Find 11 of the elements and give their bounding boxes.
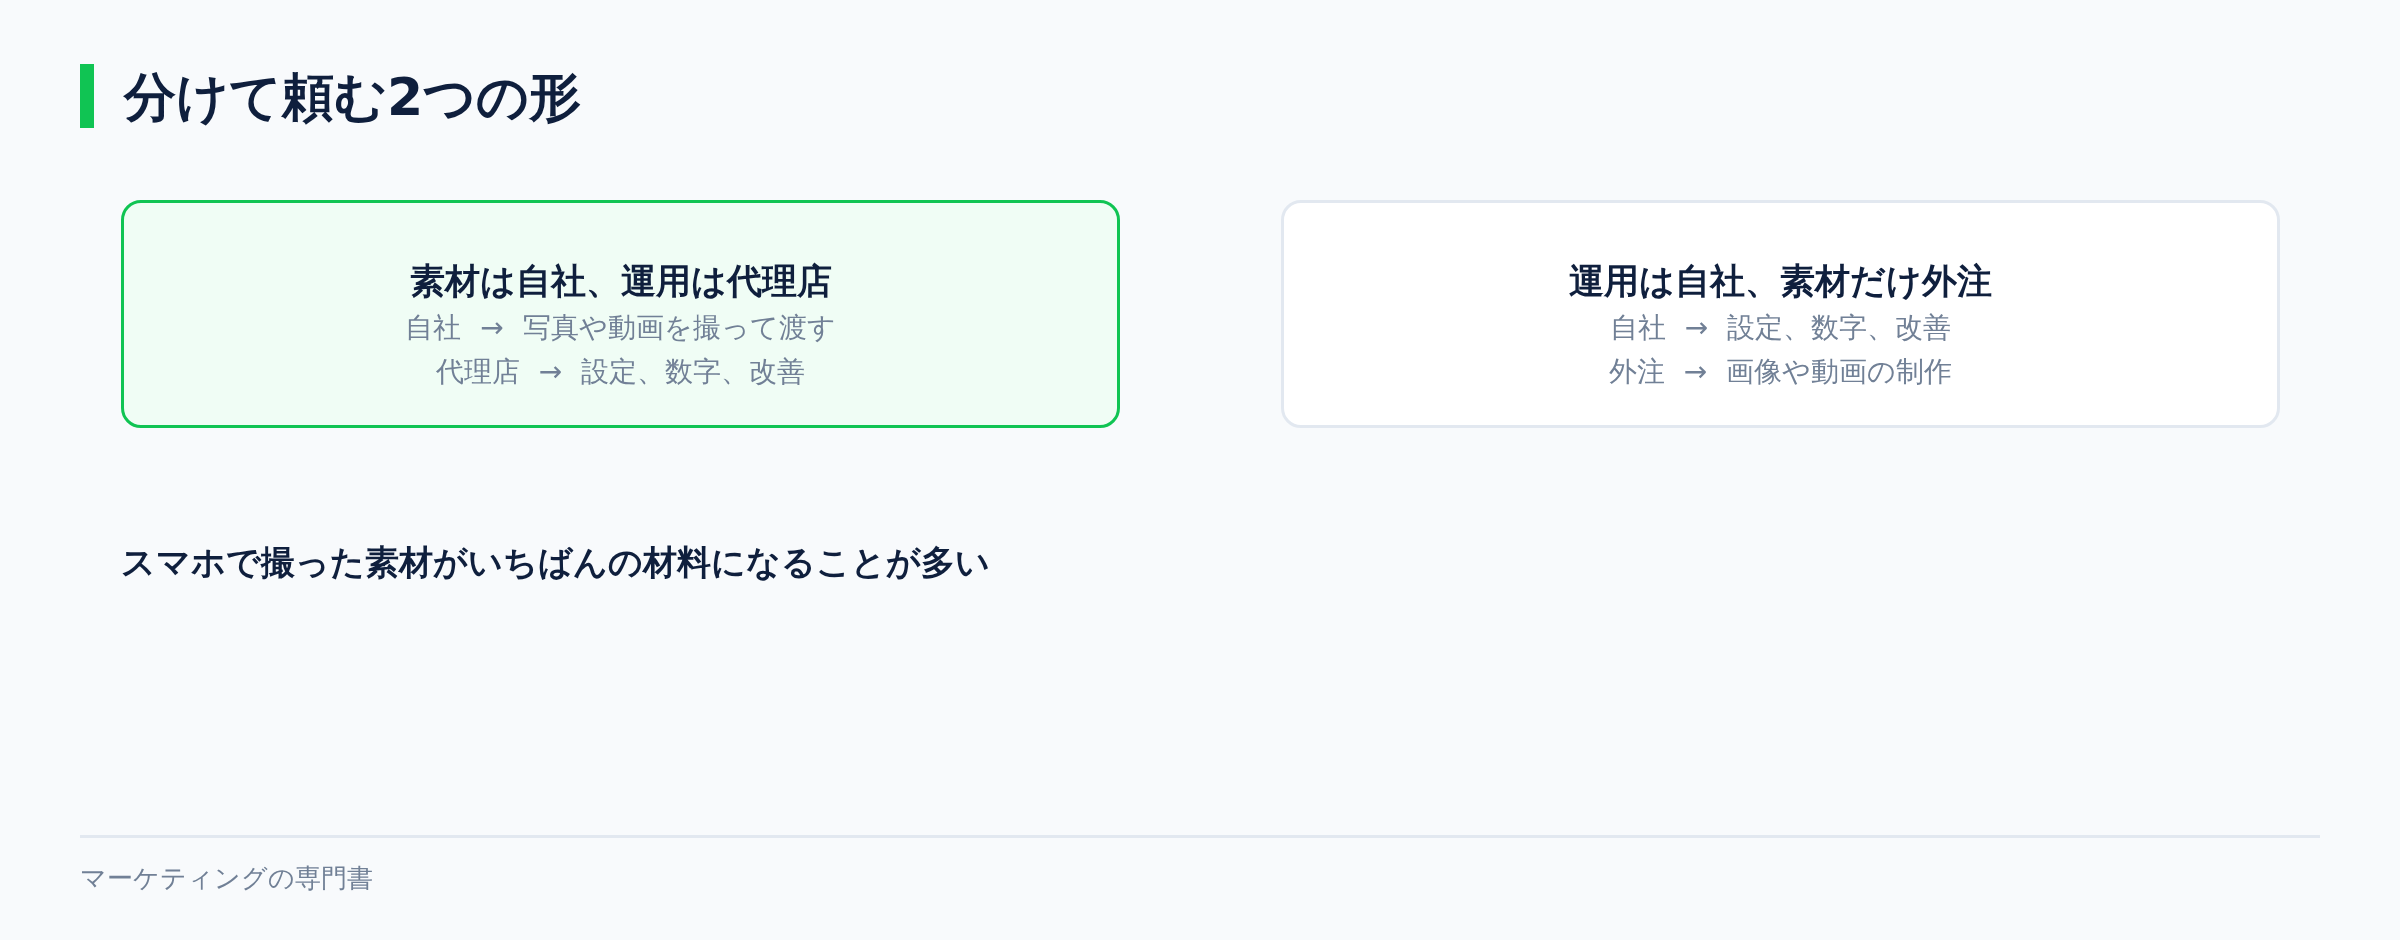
card-text: 自社 → 写真や動画を撮って渡す xyxy=(405,310,836,346)
footer-text: マーケティングの専門書 xyxy=(80,862,373,895)
option-card xyxy=(121,200,1120,428)
note-text: スマホで撮った素材がいちばんの材料になることが多い xyxy=(121,541,990,584)
option-card xyxy=(1281,200,2280,428)
card-text: 自社 → 設定、数字、改善 xyxy=(1609,310,1952,346)
card-heading: 運用は自社、素材だけ外注 xyxy=(1569,260,1992,303)
card-heading: 素材は自社、運用は代理店 xyxy=(409,260,832,303)
title: 分けて頼む2つの形 xyxy=(124,66,582,129)
card-text: 外注 → 画像や動画の制作 xyxy=(1608,354,1953,390)
card-text: 代理店 → 設定、数字、改善 xyxy=(435,354,806,390)
